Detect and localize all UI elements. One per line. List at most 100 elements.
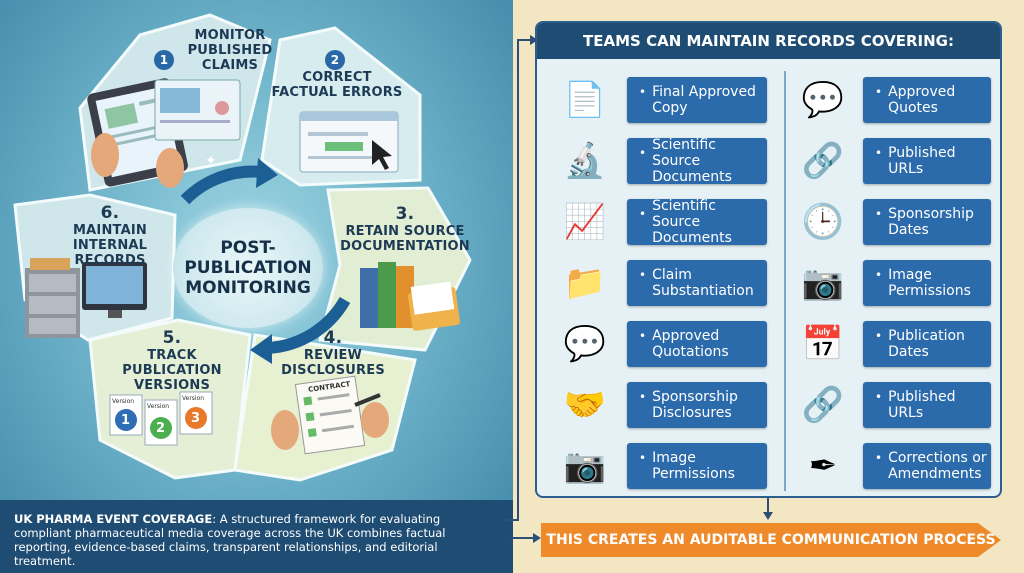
record-item: • Final Approved Copy	[627, 77, 767, 123]
step-3-number: 3.	[395, 204, 415, 224]
record-item-label: Published URLs	[888, 145, 956, 177]
version-documents-illustration	[109, 391, 213, 446]
record-item-label: Image Permissions	[652, 450, 735, 482]
filing-cabinet-illustration	[25, 258, 147, 338]
binders-illustration	[360, 262, 461, 331]
sparkle-decoration: ✦	[205, 153, 217, 169]
bullet-icon: •	[639, 146, 647, 160]
step-4-label: Review Disclosures	[281, 348, 385, 378]
record-item-label: Sponsorship Disclosures	[652, 389, 738, 421]
bullet-icon: •	[639, 268, 647, 282]
version-2-label: Version	[147, 403, 170, 410]
column-divider	[784, 71, 786, 491]
caption-box: UK PHARMA EVENT COVERAGE: A structured f…	[0, 500, 513, 573]
approved-document-icon: 📄	[563, 80, 607, 120]
record-item-label: Claim Substantiation	[652, 267, 754, 299]
version-1-label: Version	[112, 398, 135, 405]
cycle-arrow-top	[180, 165, 263, 205]
record-item: • Scientific Source Documents	[627, 198, 767, 246]
step-6-label: Maintain Internal Records	[72, 223, 148, 268]
step-6-number: 6.	[100, 203, 120, 223]
step-4-number: 4.	[323, 328, 343, 348]
step-2-number: 2	[325, 50, 345, 70]
record-item: • Published URLs	[863, 138, 991, 184]
caption-body: : A structured framework for evaluating …	[14, 512, 446, 568]
document-clock-icon: 🕒	[801, 202, 845, 242]
version-2-number: 2	[156, 421, 166, 436]
record-item-label: Scientific Source Documents	[652, 198, 732, 246]
wheel-graphic: ✦ ✦	[13, 13, 472, 482]
bullet-icon: •	[875, 268, 883, 282]
sparkle-decoration: ✦	[330, 343, 342, 359]
record-item-label: Final Approved Copy	[652, 84, 756, 116]
checked-folder-icon: 📁	[563, 263, 607, 303]
record-item: • Corrections or Amendments	[863, 443, 991, 489]
center-label: POST- PUBLICATION MONITORING	[184, 238, 312, 298]
text-edit-pen-icon: ✒	[808, 446, 838, 486]
contract-illustration	[271, 375, 389, 455]
record-item: • Approved Quotations	[627, 321, 767, 367]
camera-document-icon: 📷	[563, 446, 607, 486]
record-item-label: Corrections or Amendments	[888, 450, 987, 482]
bullet-icon: •	[639, 85, 647, 99]
link-browser-icon: 🔗	[801, 385, 845, 425]
calendar-clock-icon: 📅	[801, 324, 845, 364]
record-item-label: Scientific Source Documents	[652, 137, 732, 185]
record-item: • Published URLs	[863, 382, 991, 428]
record-item-label: Publication Dates	[888, 328, 965, 360]
quote-bubbles-icon: 💬	[801, 80, 845, 120]
record-item: • Image Permissions	[863, 260, 991, 306]
conclusion-banner: THIS CREATES AN AUDITABLE COMMUNICATION …	[541, 523, 1001, 557]
step-2: 2 Correct Factual Errors	[262, 50, 412, 100]
step-1-label: Monitor Published Claims	[187, 28, 273, 73]
record-item: • Publication Dates	[863, 321, 991, 367]
bullet-icon: •	[639, 207, 647, 221]
record-item-label: Sponsorship Dates	[888, 206, 974, 238]
cycle-arrowhead-bottom	[250, 334, 272, 364]
bullet-icon: •	[639, 390, 647, 404]
segment-5	[88, 318, 252, 480]
link-browser-icon: 🔗	[801, 141, 845, 181]
bullet-icon: •	[875, 390, 883, 404]
record-item: • Scientific Source Documents	[627, 137, 767, 185]
step-1: 1 Monitor Published Claims	[154, 28, 300, 73]
bullet-icon: •	[875, 329, 883, 343]
step-5-number: 5.	[162, 328, 182, 348]
step-3-label: Retain Source Documentation	[340, 224, 470, 254]
medical-book-microscope-icon: 🔬	[563, 141, 607, 181]
bullet-icon: •	[875, 207, 883, 221]
record-item: • Approved Quotes	[863, 77, 991, 123]
record-item-label: Published URLs	[888, 389, 956, 421]
records-panel: TEAMS CAN MAINTAIN RECORDS COVERING: 📄 • F…	[513, 0, 1024, 573]
record-item: • Image Permissions	[627, 443, 767, 489]
caption-lead: UK PHARMA EVENT COVERAGE	[14, 512, 213, 526]
step-5: 5. Track Publication Versions	[82, 328, 262, 393]
records-box: TEAMS CAN MAINTAIN RECORDS COVERING: 📄 • F…	[535, 21, 1002, 498]
version-3-label: Version	[182, 395, 205, 402]
record-item-label: Image Permissions	[888, 267, 971, 299]
record-item-label: Approved Quotations	[652, 328, 729, 360]
step-5-label: Track Publication Versions	[122, 348, 222, 393]
version-3-number: 3	[191, 411, 201, 426]
bullet-icon: •	[875, 451, 883, 465]
step-1-number: 1	[154, 50, 174, 70]
speech-bubbles-icon: 💬	[563, 324, 607, 364]
record-item: • Sponsorship Dates	[863, 199, 991, 245]
version-1-number: 1	[121, 413, 131, 428]
record-item: • Claim Substantiation	[627, 260, 767, 306]
bullet-icon: •	[639, 451, 647, 465]
process-wheel-panel: ✦ ✦ 1 Monitor Published Claims 2 Correct…	[0, 0, 513, 573]
bullet-icon: •	[875, 146, 883, 160]
records-title: TEAMS CAN MAINTAIN RECORDS COVERING:	[537, 23, 1000, 59]
cycle-arrow-bottom	[267, 296, 351, 354]
step-6: 6. Maintain Internal Records	[40, 203, 180, 268]
bullet-icon: •	[875, 85, 883, 99]
step-3: 3. Retain Source Documentation	[340, 204, 470, 254]
record-item: • Sponsorship Disclosures	[627, 382, 767, 428]
tablet-hands-illustration	[87, 78, 241, 188]
step-4: 4. Review Disclosures	[268, 328, 398, 378]
bullet-icon: •	[639, 329, 647, 343]
step-2-label: Correct Factual Errors	[271, 70, 403, 100]
camera-icon: 📷	[801, 263, 845, 303]
record-item-label: Approved Quotes	[888, 84, 956, 116]
